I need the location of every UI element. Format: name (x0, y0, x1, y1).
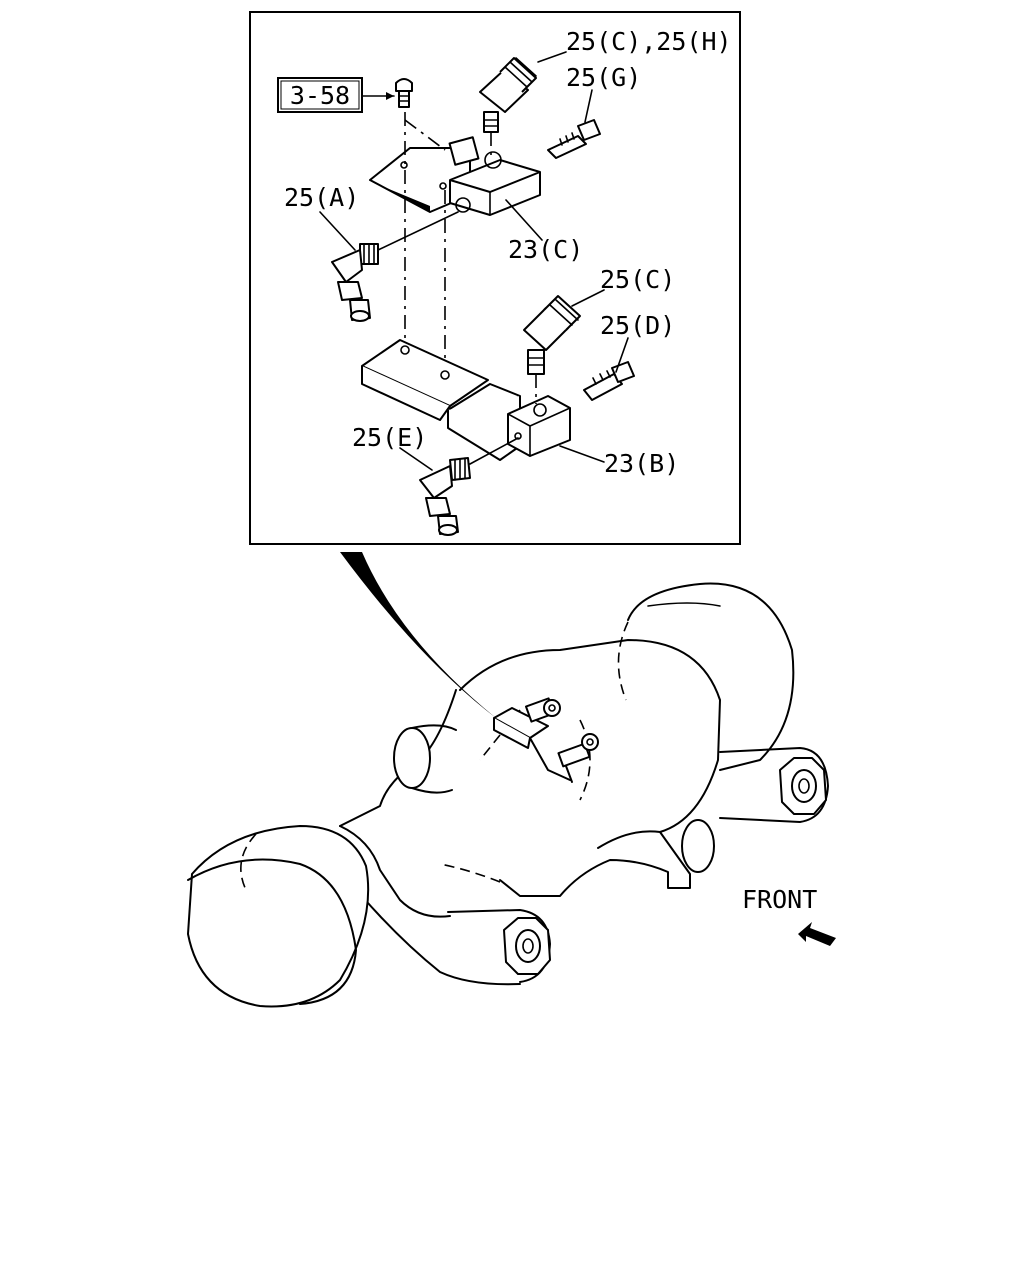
alignment-line (404, 119, 446, 151)
elbow-fitting-e (419, 437, 519, 536)
elbow-fitting-a (331, 211, 459, 322)
callout-25g: 25(G) (566, 63, 641, 92)
left-wheel-hub (503, 917, 551, 975)
front-label: FRONT (742, 885, 817, 914)
rear-axle-assembly (187, 582, 829, 1008)
callout-23c: 23(C) (508, 235, 583, 264)
ref-box-label: 3-58 (290, 81, 350, 110)
callout-25d: 25(D) (600, 311, 675, 340)
straight-fitting-d (583, 361, 635, 401)
right-wheel-hub (779, 757, 827, 815)
bolt-part (361, 78, 413, 108)
callout-23b: 23(B) (604, 449, 679, 478)
callout-25c-25h: 25(C),25(H) (566, 27, 732, 56)
elbow-fitting-ch (479, 57, 537, 158)
lower-bracket-plate (361, 339, 489, 421)
straight-fitting-g (547, 119, 601, 159)
detail-connector (340, 552, 496, 718)
detail-inset: 3-58 25(C),25(H) 25(G) 25(A) 23(C) 25(C)… (249, 11, 741, 545)
ref-box-3-58: 3-58 (277, 77, 363, 113)
left-brake-drum (187, 825, 370, 1008)
front-indicator: FRONT (742, 885, 836, 946)
block-23b (447, 383, 571, 461)
block-23c (448, 136, 541, 216)
callout-25a: 25(A) (284, 183, 359, 212)
arrow-icon (798, 922, 836, 946)
mounted-bracket-assembly (493, 697, 599, 783)
callout-25c: 25(C) (600, 265, 675, 294)
leader-lines (319, 51, 629, 471)
elbow-fitting-c (523, 295, 581, 404)
callout-25e: 25(E) (352, 423, 427, 452)
